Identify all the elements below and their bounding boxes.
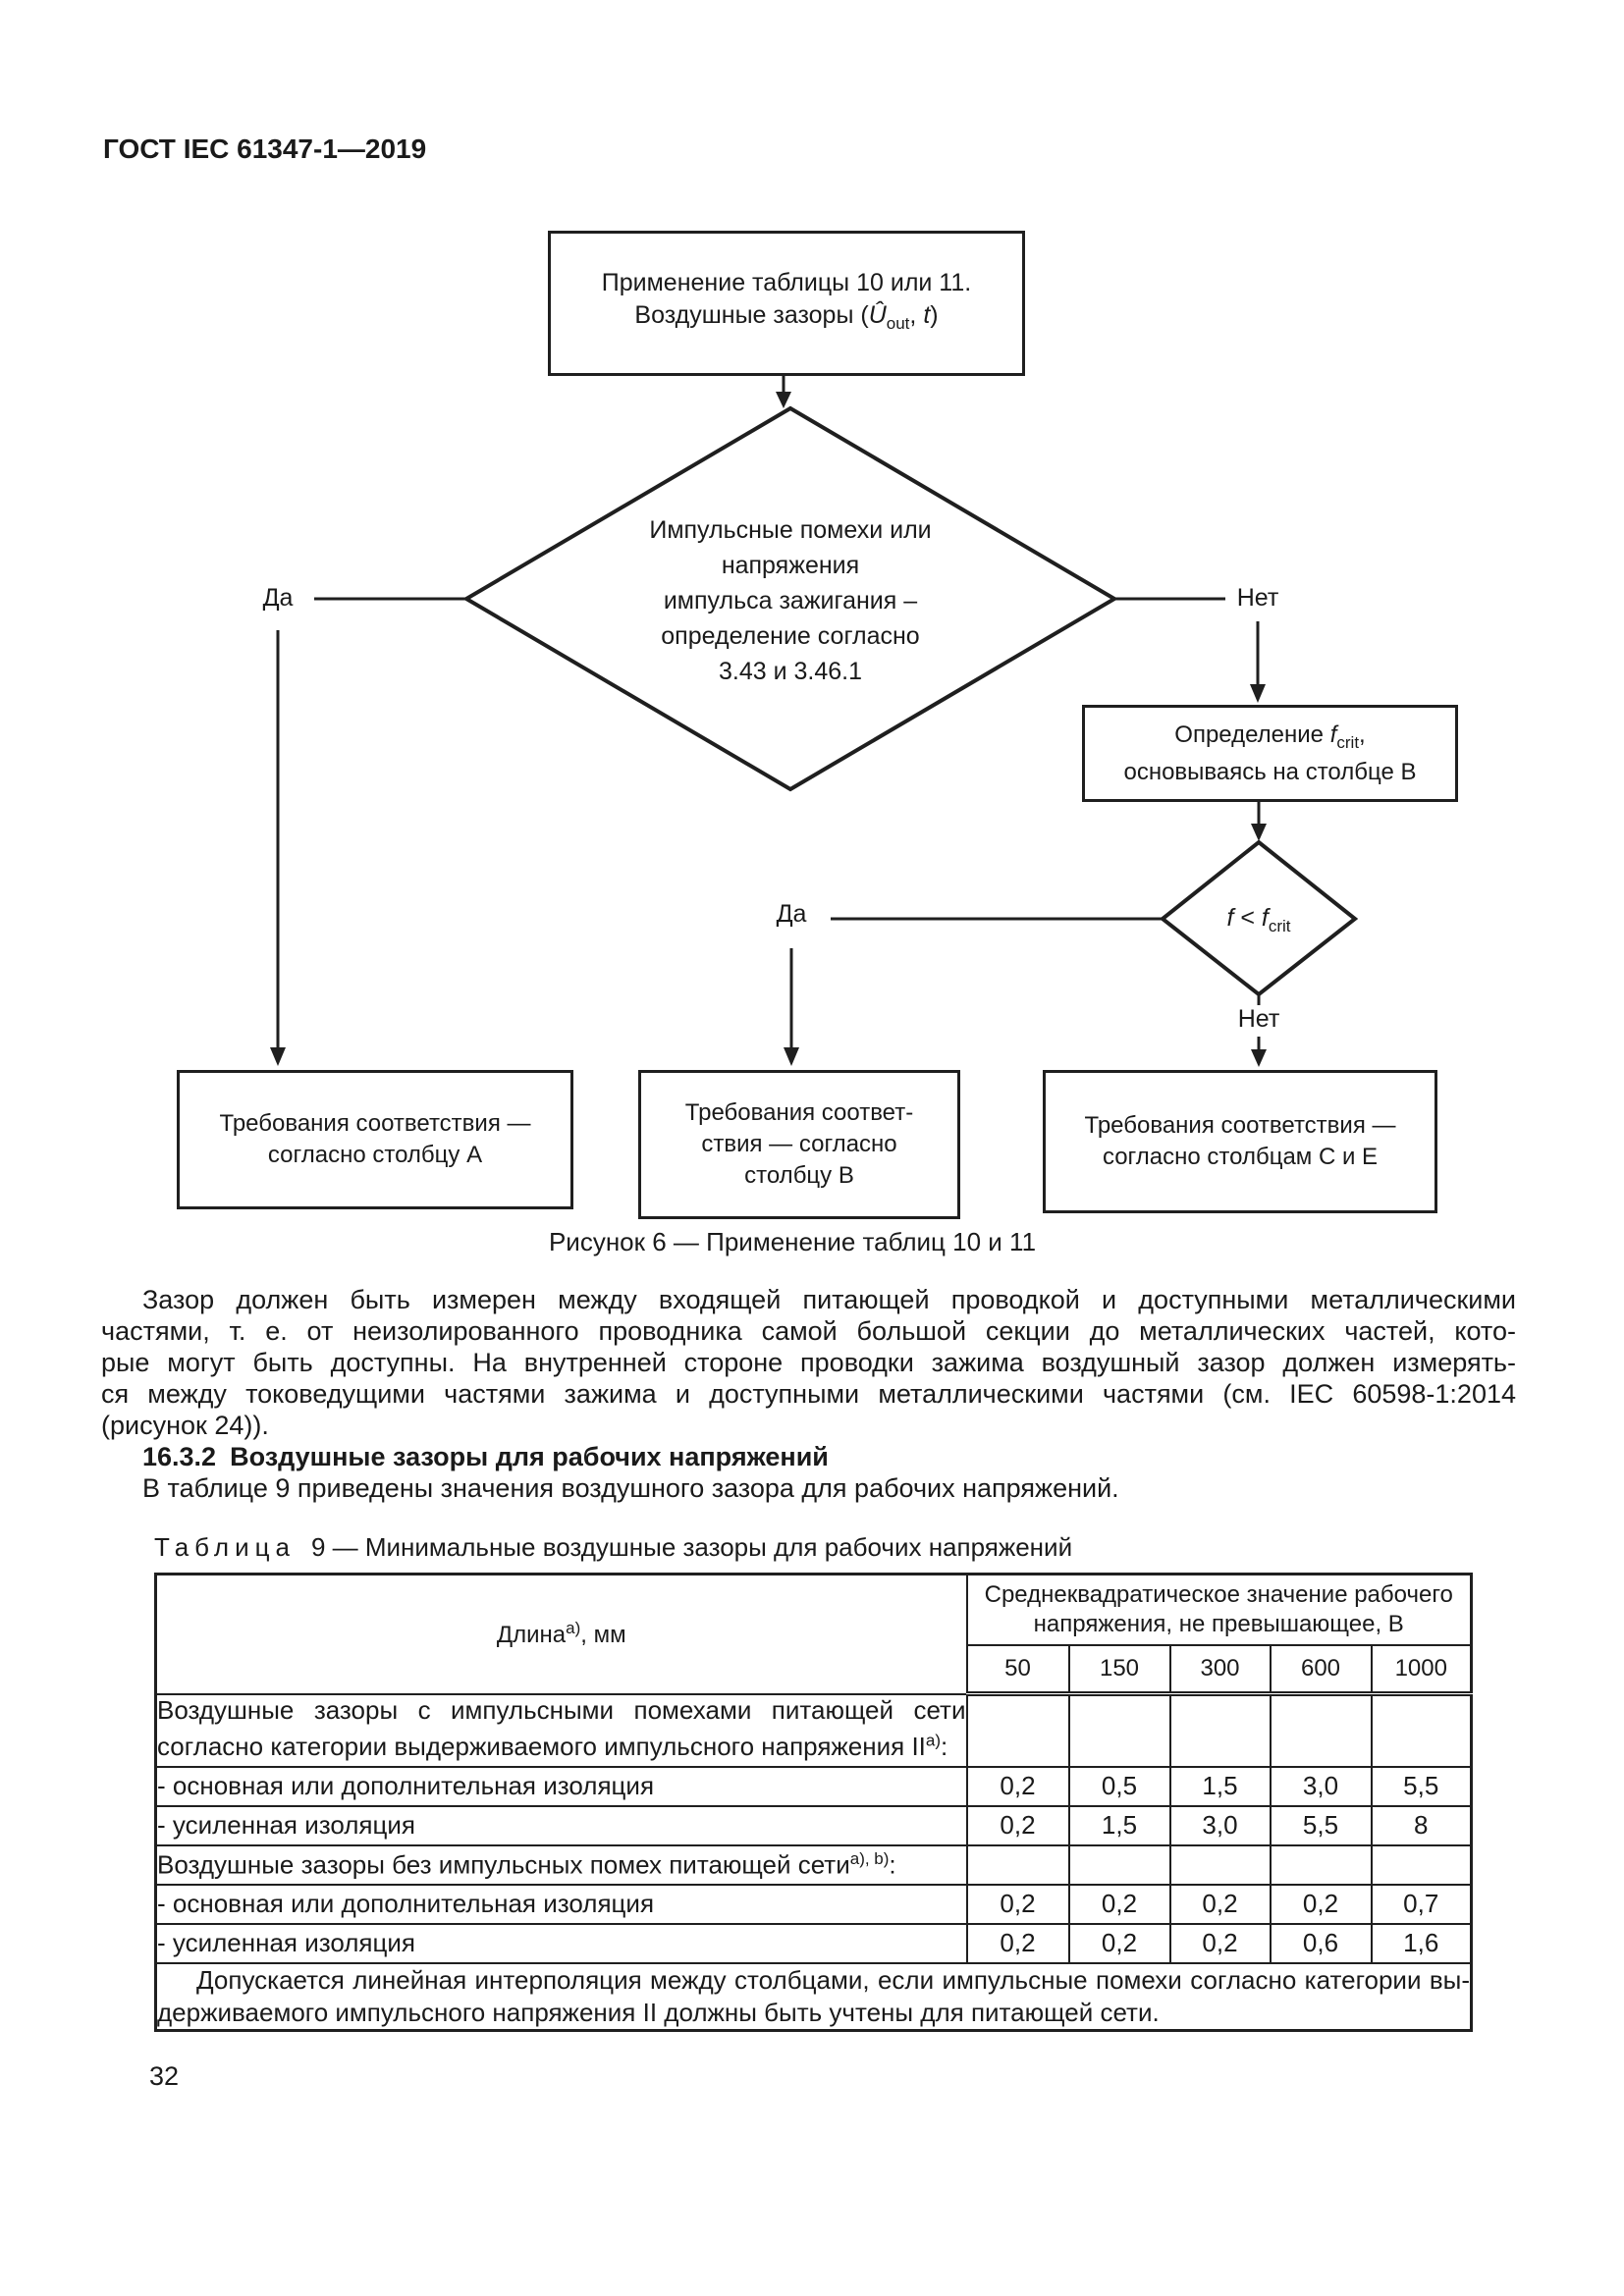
- table-row: - усиленная изоляция 0,2 1,5 3,0 5,5 8: [154, 1804, 1473, 1846]
- arrowhead-into-box-b: [784, 1047, 799, 1066]
- flow-box-apply-tables: Применение таблицы 10 или 11. Воздушные …: [548, 231, 1025, 376]
- column-header-length: Длинаа), мм: [154, 1573, 968, 1695]
- branch-label-yes-2: Да: [776, 900, 807, 928]
- flow-box-column-a: Требования соответствия — согласно столб…: [177, 1070, 573, 1209]
- u-out-variable: Û: [868, 301, 887, 329]
- row-label: - основная или дополнительная изоляция: [154, 1765, 968, 1807]
- voltage-1000: 1000: [1370, 1644, 1473, 1696]
- arrowhead-into-main-diamond: [776, 392, 791, 408]
- arrowhead-into-box-ce: [1251, 1049, 1267, 1067]
- arrowhead-into-fcrit-box: [1250, 684, 1266, 703]
- voltage-50: 50: [965, 1644, 1070, 1696]
- branch-label-no-2: Нет: [1237, 1005, 1280, 1033]
- group2-label: Воздушные зазоры без импульсных помех пи…: [154, 1843, 968, 1886]
- row-label: - усиленная изоляция: [154, 1804, 968, 1846]
- table-note-row: Допускается линейная интерполяция между …: [154, 1961, 1473, 2031]
- paragraph-line: рые могут быть доступны. На внутренней с…: [101, 1348, 1516, 1377]
- figure-caption: Рисунок 6 — Применение таблиц 10 и 11: [548, 1227, 1037, 1256]
- flow-box-fcrit-line2: основываясь на столбце B: [1123, 759, 1417, 786]
- body-text: Зазор должен быть измерен между входящей…: [101, 1284, 1516, 1504]
- column-header-voltage: Среднеквадратическое значение рабочего н…: [965, 1573, 1473, 1646]
- table-row: - основная или дополнительная изоляция 0…: [154, 1883, 1473, 1925]
- f-variable: f: [1329, 721, 1337, 748]
- document-header: ГОСТ IEC 61347-1—2019: [103, 133, 427, 164]
- voltage-600: 600: [1269, 1644, 1373, 1696]
- table-row-group1: Воздушные зазоры с импульсными помехами …: [154, 1692, 1473, 1768]
- row-label: - усиленная изоляция: [154, 1922, 968, 1964]
- table-note: Допускается линейная интерполяция между …: [154, 1961, 1473, 2031]
- t-variable: t: [923, 301, 931, 329]
- table-row: - усиленная изоляция 0,2 0,2 0,2 0,6 1,6: [154, 1922, 1473, 1964]
- group1-line2: согласно категории выдерживаемого импуль…: [157, 1731, 948, 1762]
- f-crit-subscript: crit: [1336, 732, 1360, 752]
- table-row-group2: Воздушные зазоры без импульсных помех пи…: [154, 1843, 1473, 1886]
- paragraph-line: Зазор должен быть измерен между входящей…: [142, 1285, 1516, 1314]
- flow-box-fcrit: Определение fcrit, основываясь на столбц…: [1082, 705, 1458, 802]
- table-9: Длинаа), мм Среднеквадратическое значени…: [154, 1573, 1474, 2032]
- flow-box-fcrit-line1: Определение fcrit,: [1174, 721, 1366, 752]
- table-row: - основная или дополнительная изоляция 0…: [154, 1765, 1473, 1807]
- arrowhead-into-f-diamond: [1251, 824, 1267, 841]
- flow-box-columns-ce: Требования соответствия — согласно столб…: [1043, 1070, 1437, 1213]
- paragraph-line: (рисунок 24)).: [101, 1411, 269, 1440]
- voltage-150: 150: [1067, 1644, 1171, 1696]
- decision-diamond-impulse-text: Импульсные помехи или напряжения импульс…: [649, 516, 932, 685]
- flow-box-apply-tables-line1: Применение таблицы 10 или 11.: [601, 269, 972, 296]
- branch-label-no-1: Нет: [1236, 584, 1279, 612]
- paragraph-line: ся между токоведущими частями зажима и д…: [101, 1379, 1516, 1409]
- page-number: 32: [149, 2061, 180, 2091]
- flow-box-column-b: Требования соответ- ствия — согласно сто…: [638, 1070, 960, 1219]
- decision-diamond-fcrit-text: f < fcrit: [1226, 904, 1291, 935]
- intro-line: В таблице 9 приведены значения воздушног…: [142, 1473, 1119, 1503]
- paragraph-line: частями, т. е. от неизолированного прово…: [101, 1316, 1516, 1346]
- voltage-300: 300: [1168, 1644, 1272, 1696]
- row-label: - основная или дополнительная изоляция: [154, 1883, 968, 1925]
- arrowhead-into-box-a: [270, 1047, 286, 1066]
- flow-box-apply-tables-line2: Воздушные зазоры (Ûout, t): [634, 301, 939, 333]
- u-out-subscript: out: [886, 314, 910, 333]
- branch-label-yes-1: Да: [262, 584, 294, 612]
- group1-label: Воздушные зазоры с импульсными помехами …: [154, 1692, 968, 1768]
